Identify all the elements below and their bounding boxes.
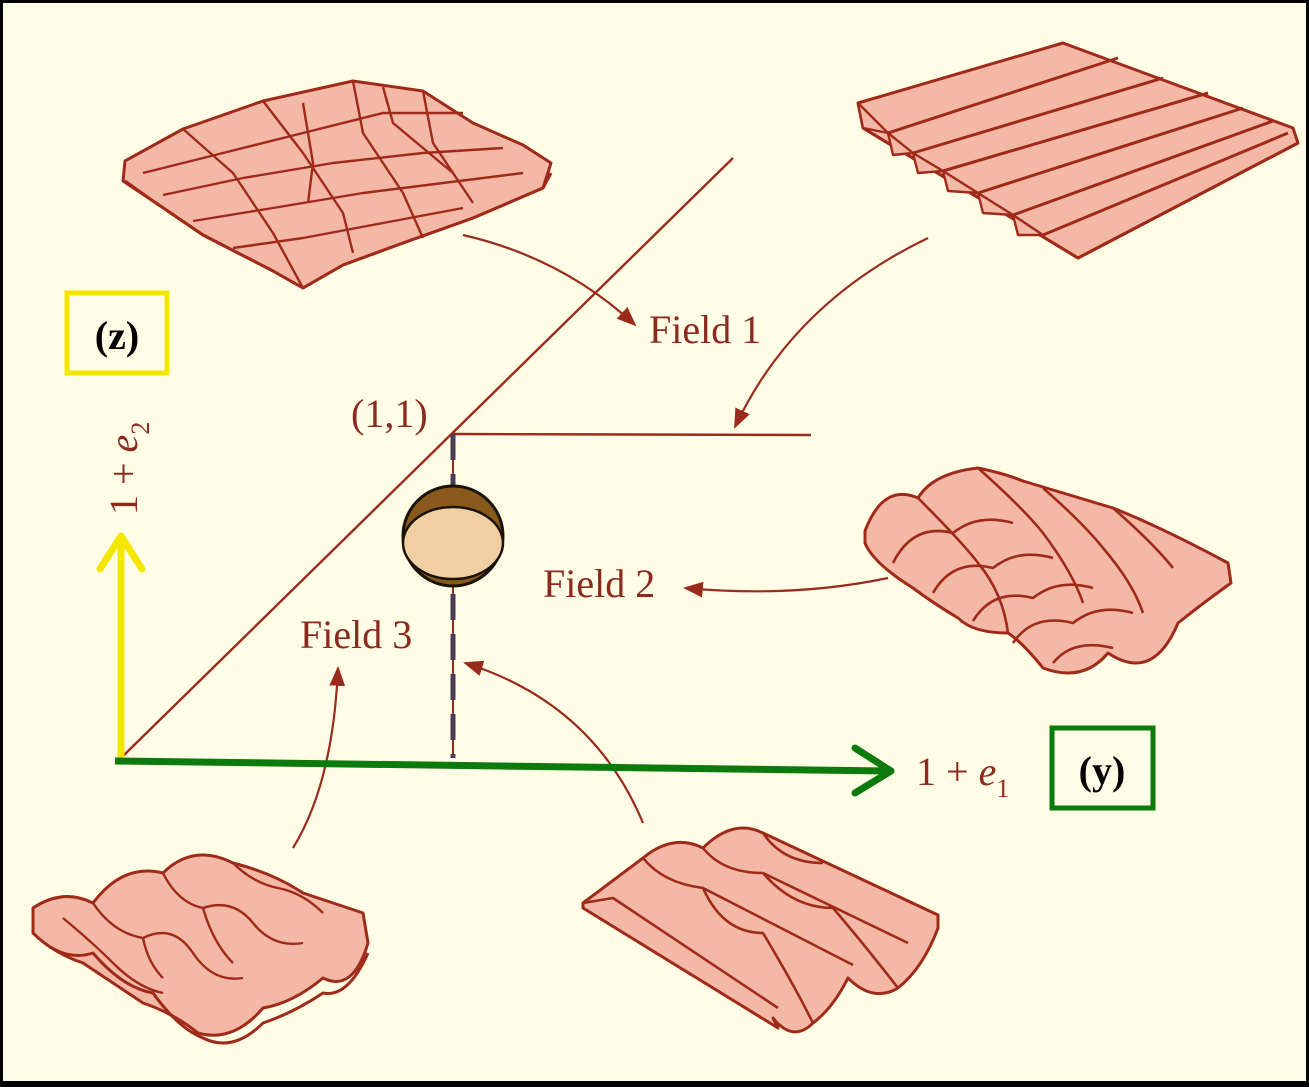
arrow-to-field3 xyxy=(292,666,346,849)
field1-label: Field 1 xyxy=(649,307,761,352)
egg-crate-sheet-icon xyxy=(31,853,370,1045)
point-label: (1,1) xyxy=(351,391,428,436)
z-axis xyxy=(96,532,146,758)
field2-label: Field 2 xyxy=(543,561,655,606)
field3-label: Field 3 xyxy=(300,612,412,657)
arrow-to-field1-left xyxy=(462,233,637,327)
z-box-label: (z) xyxy=(95,313,139,358)
y-axis xyxy=(114,744,895,797)
y-box: (y) xyxy=(1049,725,1156,811)
horizontal-boundary-line xyxy=(452,432,812,437)
corrugated-sheet-icon xyxy=(581,826,940,1034)
y-box-label: (y) xyxy=(1079,748,1126,793)
diagonal-boundary-line xyxy=(120,157,734,759)
axis-y-label: 1 + e2 xyxy=(101,422,155,515)
arrow-to-field1-right xyxy=(734,237,929,429)
buckled-sheet-icon xyxy=(863,466,1233,675)
sphere-icon xyxy=(401,484,505,588)
axis-x-label: 1 + e1 xyxy=(916,749,1009,803)
wrinkled-sheet-icon xyxy=(121,79,553,290)
strip-sheet-icon xyxy=(856,41,1300,260)
arrow-to-vertical-line xyxy=(463,660,645,824)
phase-diagram: Field 1 Field 2 Field 3 (1,1) 1 + e1 1 +… xyxy=(31,41,1300,1045)
arrow-to-field2 xyxy=(683,576,889,598)
z-box: (z) xyxy=(64,290,170,376)
